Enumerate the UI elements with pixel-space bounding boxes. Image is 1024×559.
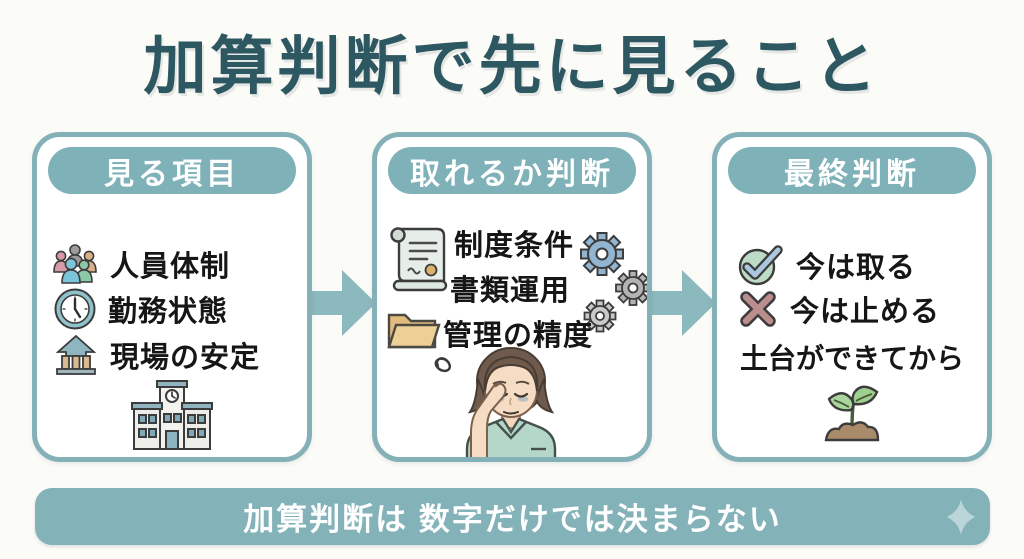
panel-3-header-pill: 最終判断 — [728, 147, 976, 194]
item-site-stability-label: 現場の安定 — [110, 342, 261, 374]
panel-3-header-label: 最終判断 — [784, 157, 920, 191]
panel-1-footer — [37, 377, 307, 453]
panel-1-header-label: 見る項目 — [104, 157, 240, 191]
sprout-icon — [810, 380, 894, 446]
item-stop-now-label: 今は止める — [790, 296, 941, 328]
panel-3-footer — [717, 380, 987, 446]
item-document-operation-label: 書類運用 — [450, 275, 571, 307]
certificate-scroll-icon — [383, 221, 453, 301]
stressed-caregiver-illustration — [419, 337, 599, 457]
item-work-status-label: 勤務状態 — [108, 296, 229, 328]
folder-icon — [385, 305, 441, 353]
check-circle-icon — [737, 242, 785, 288]
x-mark-icon — [737, 288, 779, 330]
item-site-stability: 現場の安定 — [53, 334, 260, 376]
conclusion-banner-text: 加算判断は 数字だけでは決まらない — [243, 502, 782, 537]
gears-icon — [575, 227, 647, 333]
panel-feasibility-judgment: 取れるか判断 制度条件 書類運用 — [372, 132, 652, 462]
panel-2-header-label: 取れるか判断 — [410, 157, 614, 191]
item-take-now: 今は取る — [737, 242, 916, 288]
item-stop-now: 今は止める — [737, 288, 940, 330]
clock-icon — [53, 287, 97, 331]
conclusion-banner: 加算判断は 数字だけでは決まらない — [35, 488, 990, 545]
item-management-precision-label: 管理の精度 — [443, 320, 594, 352]
panel-1-header-pill: 見る項目 — [48, 147, 296, 194]
item-take-now-label: 今は取る — [796, 252, 917, 284]
page-title: 加算判断で先に見ること — [143, 32, 881, 102]
school-building-icon — [129, 377, 215, 453]
item-after-foundation-label: 土台ができてから — [739, 343, 964, 374]
item-after-foundation: 土台ができてから — [717, 337, 987, 377]
item-staffing-label: 人員体制 — [110, 251, 231, 283]
arrow-right-icon — [310, 270, 376, 336]
item-work-status: 勤務状態 — [53, 287, 228, 331]
panel-final-judgment: 最終判断 今は取る 今は止める 土台ができてから — [712, 132, 992, 462]
item-staffing: 人員体制 — [51, 242, 230, 286]
bank-growth-icon — [53, 334, 99, 376]
panel-items-to-check: 見る項目 — [32, 132, 312, 462]
arrow-right-icon — [650, 270, 716, 336]
sparkle-icon — [945, 497, 977, 537]
item-system-conditions-label: 制度条件 — [454, 230, 575, 262]
people-group-icon — [51, 242, 99, 286]
panel-2-header-pill: 取れるか判断 — [388, 147, 636, 194]
